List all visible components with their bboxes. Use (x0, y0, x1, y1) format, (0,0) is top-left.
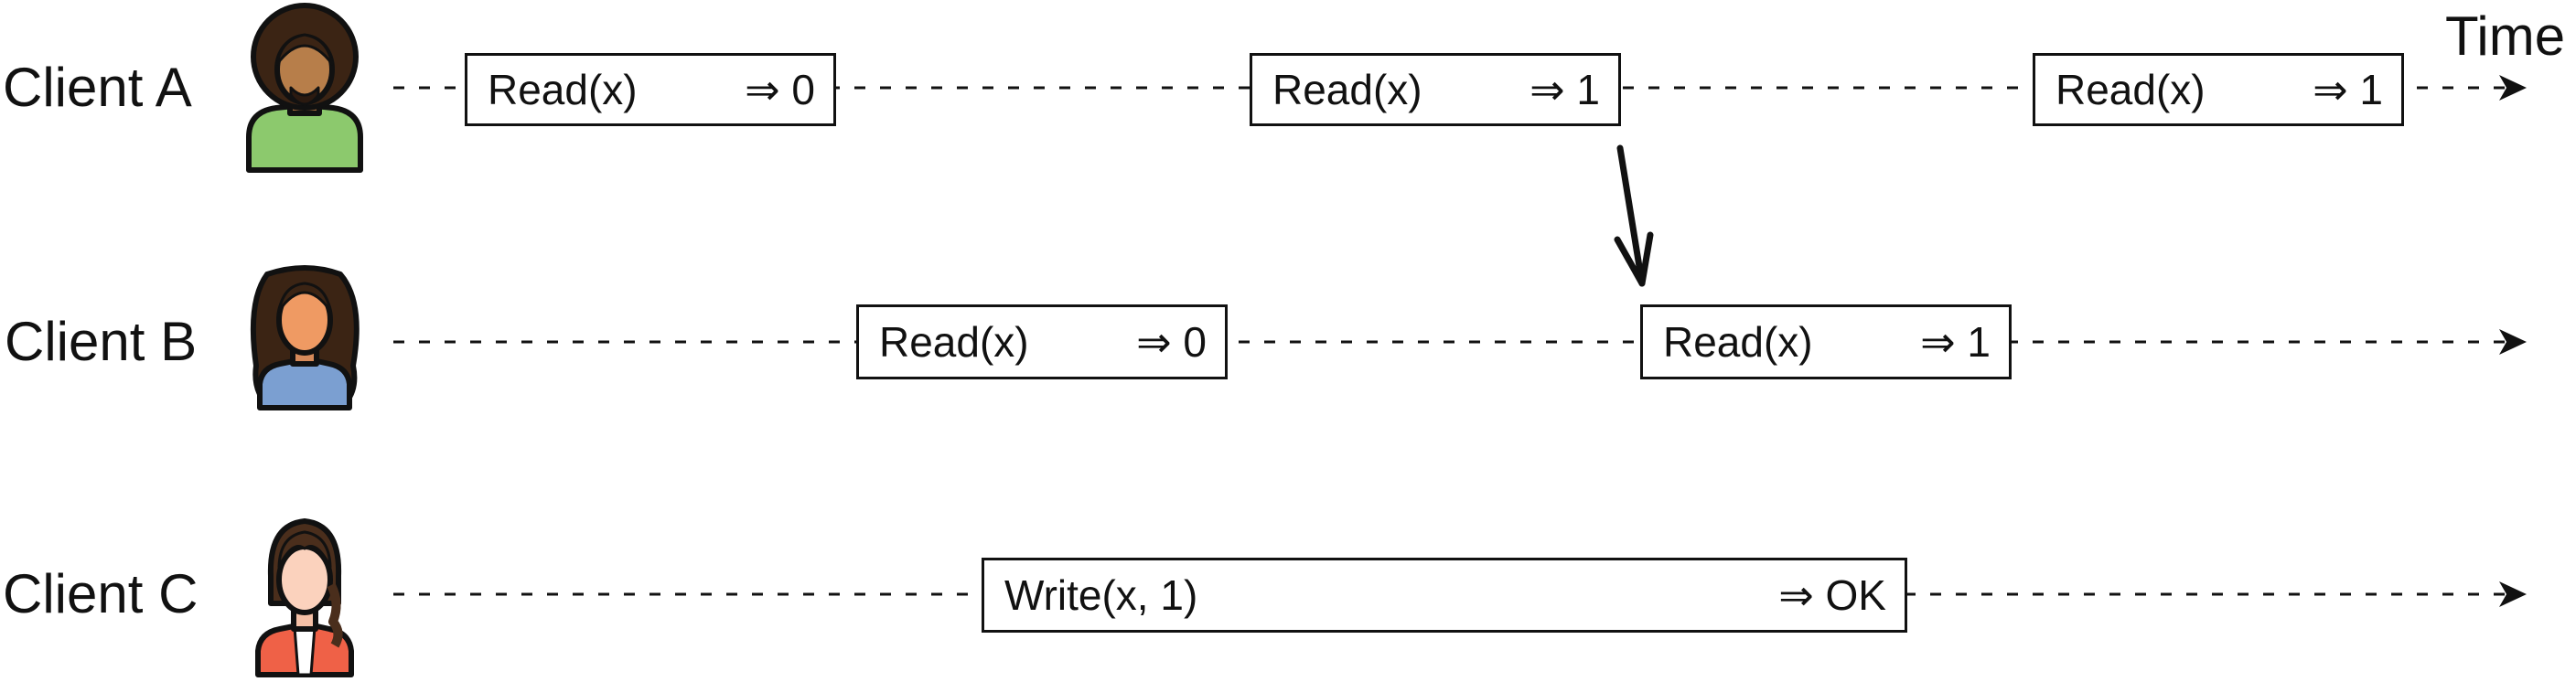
operation-result: ⇒ 0 (745, 66, 815, 113)
operation-result: ⇒ 1 (1920, 318, 1991, 366)
operation-box: Read(x) ⇒ 0 (465, 53, 836, 126)
operation-result: ⇒ 1 (2313, 66, 2383, 113)
causal-arrow-head (1614, 231, 1654, 287)
operation-box: Read(x) ⇒ 1 (1250, 53, 1621, 126)
client-label-c: Client C (3, 563, 199, 624)
operation-label: Write(x, 1) (1004, 571, 1198, 619)
operation-box: Read(x) ⇒ 1 (2033, 53, 2404, 126)
operation-box: Read(x) ⇒ 0 (856, 304, 1228, 379)
causal-arrow-shaft (1616, 144, 1646, 287)
woman-braid-red-jacket-icon (255, 518, 354, 677)
client-label-a: Client A (3, 57, 192, 118)
man-curly-hair-green-shirt-icon (246, 3, 363, 173)
operation-label: Read(x) (2055, 66, 2206, 113)
timeline-arrowhead-a (2499, 75, 2527, 101)
operation-label: Read(x) (1663, 318, 1813, 366)
operation-label: Read(x) (879, 318, 1029, 366)
operation-result: ⇒ OK (1778, 571, 1886, 619)
operation-label: Read(x) (488, 66, 638, 113)
operation-result: ⇒ 1 (1530, 66, 1600, 113)
operation-result: ⇒ 0 (1136, 318, 1207, 366)
operation-label: Read(x) (1272, 66, 1422, 113)
woman-long-hair-blue-shirt-icon (250, 265, 360, 410)
client-label-b: Client B (5, 311, 198, 372)
operation-box: Read(x) ⇒ 1 (1640, 304, 2012, 379)
timeline-arrowhead-b (2499, 329, 2527, 355)
operation-box: Write(x, 1) ⇒ OK (982, 558, 1907, 633)
timeline-arrowhead-c (2499, 581, 2527, 607)
time-axis-label: Time (2445, 5, 2566, 67)
